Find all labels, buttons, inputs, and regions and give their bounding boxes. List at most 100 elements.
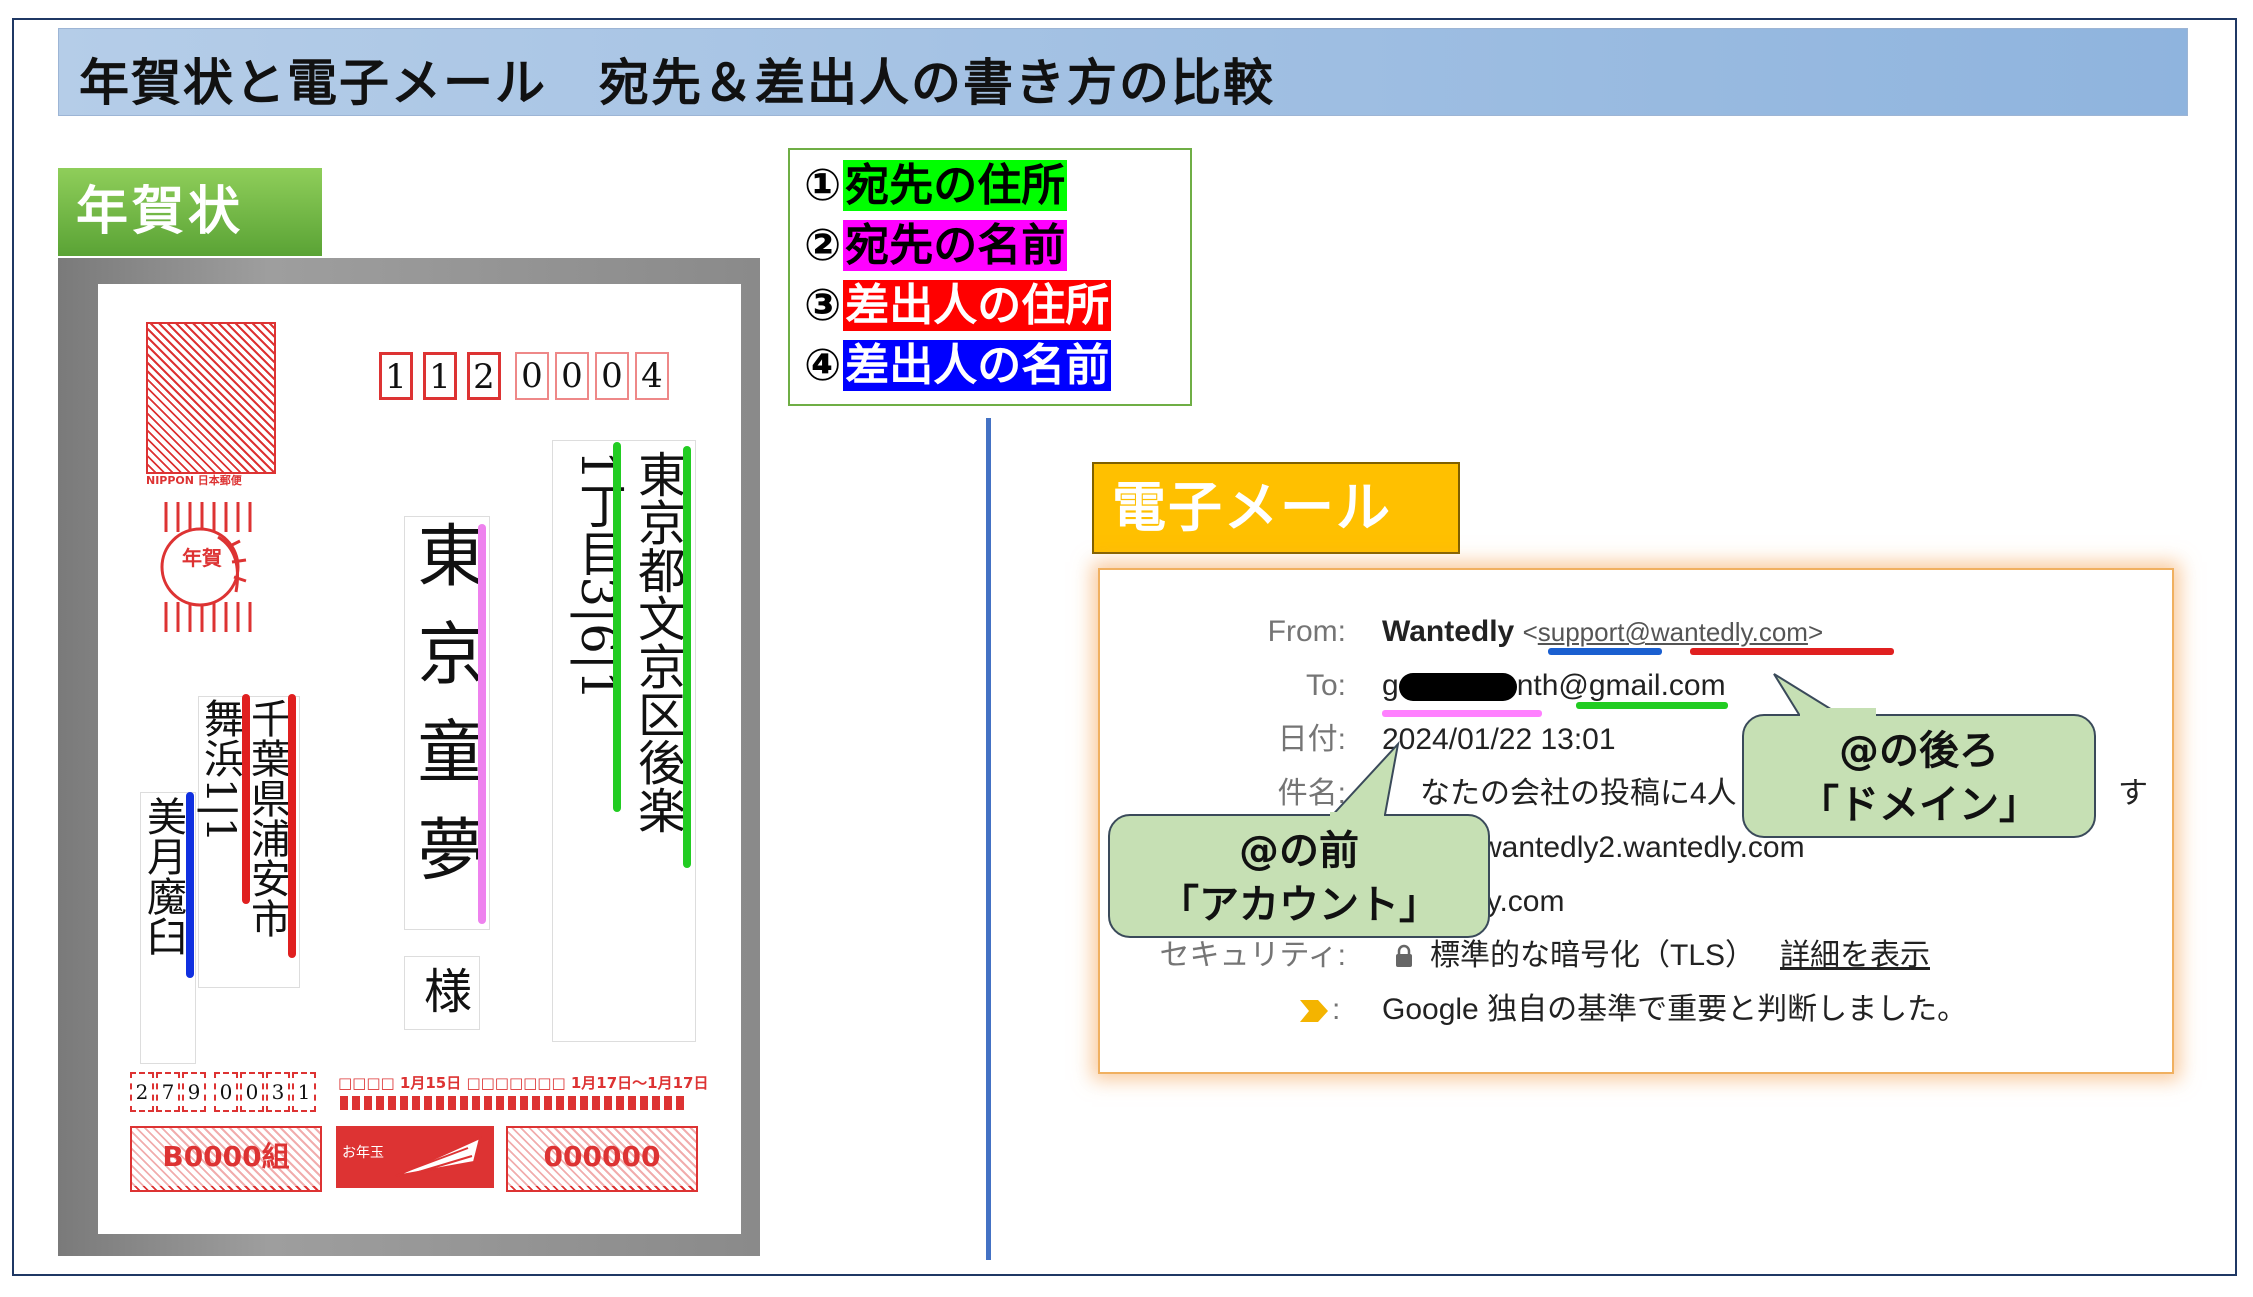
callout-account-pointer: [1325, 740, 1400, 821]
date-label: 日付:: [1277, 723, 1346, 756]
email-row-security: セキュリティ: 標準的な暗号化（TLS） 詳細を表示: [1100, 936, 2170, 976]
postal-digit: 2: [467, 352, 501, 400]
legend-label: 差出人の名前: [843, 340, 1112, 391]
legend-item-sender-address: ③差出人の住所: [804, 280, 1112, 331]
callout-domain-pointer-mask: [1800, 708, 1876, 718]
nengajo-card: NIPPON 日本郵便 年賀 1 1 2 0 0 0 4 東京都文京区後楽 1丁…: [98, 284, 741, 1234]
legend-label: 宛先の名前: [843, 220, 1068, 271]
importance-label: :: [1332, 993, 1341, 1026]
lock-icon: [1396, 944, 1412, 967]
date-value: 2024/01/22 13:01: [1382, 723, 1616, 756]
email-row-mailedby: wantedly2.wantedly.com: [1100, 828, 2170, 868]
otoshidama-label: お年玉: [342, 1145, 384, 1161]
postal-digit: 2: [130, 1072, 154, 1112]
callout-domain: @の後ろ 「ドメイン」: [1742, 714, 2096, 838]
callout-account-pointer-mask: [1330, 812, 1384, 820]
to-domain: gmail.com: [1588, 669, 1726, 702]
legend-box: ①宛先の住所 ②宛先の名前 ③差出人の住所 ④差出人の名前: [788, 148, 1192, 406]
recipient-address-line1: 東京都文京区後楽: [629, 450, 685, 834]
title-bar: 年賀状と電子メール 宛先＆差出人の書き方の比較: [58, 28, 2188, 116]
postal-digit: 0: [555, 352, 589, 400]
security-label: セキュリティ:: [1159, 939, 1346, 972]
from-value: Wantedly <support@wantedly.com>: [1382, 615, 1824, 648]
postal-digit: 0: [595, 352, 629, 400]
sender-name-box: [140, 792, 196, 1064]
postal-code-from: 2 7 9 0 0 3 1: [130, 1072, 326, 1116]
postal-digit: 4: [635, 352, 669, 400]
redaction-bar: [1398, 673, 1517, 702]
name-underline-pink: [478, 524, 486, 924]
email-row-subject: 件名: なたの会社の投稿に4人 す: [1100, 774, 2170, 814]
email-row-from: From: Wantedly <support@wantedly.com>: [1100, 612, 2170, 652]
postal-digit: 3: [266, 1072, 290, 1112]
postal-code-to: 1 1 2 0 0 0 4: [379, 352, 709, 402]
importance-marker-icon: [1300, 1000, 1328, 1022]
lottery-dots: [338, 1096, 686, 1110]
postal-digit: 1: [379, 352, 413, 400]
callout-account-line1: @の前: [1239, 828, 1359, 874]
sender-address-line1: 千葉県浦安市: [244, 698, 290, 938]
subject-label: 件名:: [1277, 777, 1346, 810]
sender-name: 美月魔臼: [140, 796, 186, 956]
addr-underline-green-2: [613, 442, 621, 812]
legend-label: 宛先の住所: [843, 160, 1068, 211]
security-value: 標準的な暗号化（TLS）: [1430, 939, 1756, 972]
legend-item-sender-name: ④差出人の名前: [804, 340, 1112, 391]
stamp-box: [146, 322, 276, 474]
signedby-value: ly.com: [1480, 885, 1565, 918]
from-user[interactable]: support: [1537, 617, 1625, 647]
recipient-name-box: [404, 516, 490, 930]
postal-digit: 0: [214, 1072, 238, 1112]
from-name: Wantedly: [1382, 615, 1515, 648]
sender-address-line2: 舞浜1|1: [197, 698, 243, 843]
from-domain-underline-red: [1690, 648, 1894, 655]
lottery-group: B0000組: [132, 1128, 320, 1186]
to-label: To:: [1305, 669, 1346, 702]
page-title: 年賀状と電子メール 宛先＆差出人の書き方の比較: [79, 54, 1275, 112]
postal-digit: 7: [156, 1072, 180, 1112]
postal-digit: 1: [423, 352, 457, 400]
importance-value: Google 独自の基準で重要と判断しました。: [1382, 993, 1968, 1026]
postal-digit: 9: [182, 1072, 206, 1112]
email-row-importance: : Google 独自の基準で重要と判断しました。: [1100, 990, 2170, 1030]
from-domain[interactable]: wantedly.com: [1650, 617, 1808, 647]
lottery-number: 000000: [508, 1128, 696, 1186]
callout-account-line2: 「アカウント」: [1159, 882, 1439, 928]
subject-value: なたの会社の投稿に4人: [1420, 777, 1737, 810]
sender-addr-underline-red: [288, 694, 296, 958]
callout-account: @の前 「アカウント」: [1108, 814, 1490, 938]
email-row-signedby: ly.com: [1100, 882, 2170, 922]
mailedby-value: wantedly2.wantedly.com: [1480, 831, 1805, 864]
otoshidama-box: お年玉: [336, 1126, 494, 1188]
postal-digit: 0: [515, 352, 549, 400]
postmark-icon: [160, 502, 252, 632]
address-box: [552, 440, 696, 1042]
honorific-box: [404, 956, 480, 1030]
subject-tail: す: [2118, 777, 2148, 810]
legend-item-dest-address: ①宛先の住所: [804, 160, 1068, 211]
outer-frame: [12, 18, 2237, 1276]
lottery-number-box: 000000: [506, 1126, 698, 1192]
sender-addr-underline-red-2: [242, 694, 250, 904]
legend-item-dest-name: ②宛先の名前: [804, 220, 1068, 271]
from-label: From:: [1267, 615, 1346, 648]
callout-domain-line1: @の後ろ: [1839, 728, 1999, 774]
postal-digit: 1: [292, 1072, 316, 1112]
stamp-brand: NIPPON 日本郵便: [146, 474, 242, 487]
to-account-underline-pink: [1382, 710, 1542, 717]
postal-digit: 0: [240, 1072, 264, 1112]
fan-icon: [395, 1136, 482, 1177]
lottery-group-box: B0000組: [130, 1126, 322, 1192]
sender-name-underline-blue: [186, 792, 194, 978]
addr-underline-green: [683, 446, 691, 868]
email-label: 電子メール: [1092, 462, 1460, 554]
legend-label: 差出人の住所: [843, 280, 1112, 331]
postmark-text: 年賀: [182, 546, 222, 570]
security-details-link[interactable]: 詳細を表示: [1780, 939, 1930, 972]
honorific: 様: [415, 966, 471, 1014]
recipient-name: 東京童夢: [405, 520, 484, 912]
center-divider: [986, 418, 991, 1260]
nengajo-label: 年賀状: [58, 168, 322, 256]
